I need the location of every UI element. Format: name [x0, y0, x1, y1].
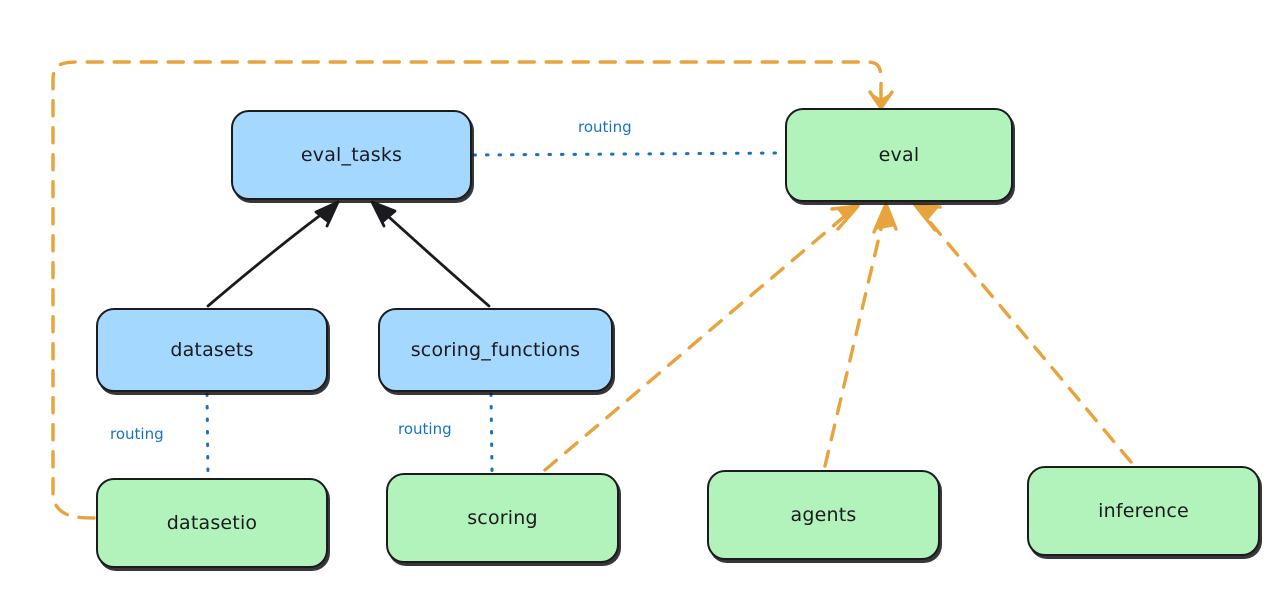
node-scoring-functions-label: scoring_functions — [410, 339, 581, 361]
edge-label-routing-eval-tasks: routing — [578, 118, 632, 136]
node-agents-label: agents — [790, 504, 857, 526]
edge-scoring-to-eval — [543, 204, 860, 472]
node-datasets[interactable]: datasets — [96, 308, 328, 392]
edge-label-routing-scoring: routing — [398, 420, 452, 438]
node-datasetio[interactable]: datasetio — [96, 478, 328, 568]
node-agents[interactable]: agents — [707, 470, 940, 560]
node-inference-label: inference — [1098, 500, 1189, 522]
node-eval-tasks[interactable]: eval_tasks — [231, 110, 472, 200]
node-eval-tasks-label: eval_tasks — [300, 144, 403, 166]
edge-agents-to-eval — [823, 202, 898, 468]
edge-datasets-to-eval-tasks — [206, 200, 340, 308]
node-eval-label: eval — [878, 144, 920, 166]
edge-label-routing-datasets: routing — [110, 425, 164, 443]
edge-eval-tasks-to-eval — [472, 151, 785, 157]
edge-scoring-functions-to-eval-tasks — [370, 200, 491, 308]
node-scoring-label: scoring — [467, 507, 538, 529]
edge-inference-to-eval — [913, 203, 1133, 464]
node-eval[interactable]: eval — [785, 108, 1013, 202]
node-datasetio-label: datasetio — [166, 512, 258, 534]
node-scoring[interactable]: scoring — [386, 473, 619, 563]
node-scoring-functions[interactable]: scoring_functions — [378, 308, 613, 392]
node-inference[interactable]: inference — [1027, 466, 1260, 556]
node-datasets-label: datasets — [170, 339, 254, 361]
edge-scoring-functions-to-scoring — [489, 392, 494, 473]
edge-datasets-to-datasetio — [205, 392, 210, 478]
